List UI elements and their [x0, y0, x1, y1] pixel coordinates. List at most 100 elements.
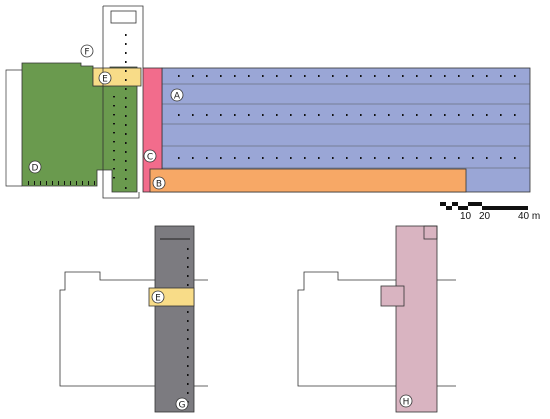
outline-left-plan	[59, 271, 208, 387]
column-marker	[248, 157, 250, 159]
svg-text:F: F	[84, 48, 89, 58]
column-marker	[458, 75, 460, 77]
column-marker	[500, 157, 502, 159]
tick-marker	[113, 177, 115, 179]
tower-g-marker	[187, 365, 189, 367]
label-h: H	[399, 394, 413, 408]
column-marker	[346, 75, 348, 77]
column-marker	[514, 114, 516, 116]
column-marker	[374, 157, 376, 159]
column-marker	[318, 75, 320, 77]
column-marker	[304, 157, 306, 159]
tower-marker	[125, 43, 127, 45]
column-marker	[346, 114, 348, 116]
column-marker	[248, 114, 250, 116]
tower-g-marker	[187, 356, 189, 358]
tick-marker	[113, 132, 115, 134]
label-f: F	[80, 44, 94, 58]
tower-g-marker	[187, 338, 189, 340]
scale-label-10: 10	[460, 211, 472, 222]
tower-g-marker	[187, 392, 189, 394]
column-marker	[486, 75, 488, 77]
column-marker	[360, 75, 362, 77]
column-marker	[318, 157, 320, 159]
label-e-bottom: E	[151, 290, 165, 304]
tick-marker	[70, 181, 71, 185]
column-marker	[206, 114, 208, 116]
column-marker	[472, 75, 474, 77]
scale-bar: 10 20 40 m	[440, 202, 540, 222]
column-marker	[444, 75, 446, 77]
scale-label-40: 40 m	[518, 211, 540, 222]
column-marker	[430, 114, 432, 116]
label-g: G	[175, 397, 189, 411]
tick-marker	[28, 181, 29, 185]
tick-marker	[113, 105, 115, 107]
label-e-top: E	[98, 71, 112, 85]
tower-marker	[125, 115, 127, 117]
tower-outline	[102, 5, 144, 199]
tower-g-marker	[187, 329, 189, 331]
svg-text:B: B	[156, 180, 162, 190]
column-marker	[402, 157, 404, 159]
column-marker	[458, 157, 460, 159]
tick-marker	[113, 123, 115, 125]
tower-marker	[125, 142, 127, 144]
tower-marker	[125, 34, 127, 36]
tick-marker	[64, 181, 65, 185]
tower-marker	[125, 106, 127, 108]
column-marker	[178, 75, 180, 77]
tower-marker	[125, 187, 127, 189]
column-marker	[318, 114, 320, 116]
column-marker	[388, 75, 390, 77]
column-marker	[416, 157, 418, 159]
column-marker	[220, 114, 222, 116]
tick-marker	[40, 181, 41, 185]
tower-g-marker	[187, 374, 189, 376]
tower-marker	[125, 61, 127, 63]
column-marker	[472, 114, 474, 116]
block-b	[149, 168, 467, 193]
column-marker	[290, 75, 292, 77]
tower-g-marker	[187, 248, 189, 250]
column-marker	[402, 114, 404, 116]
column-marker	[304, 114, 306, 116]
column-marker	[514, 157, 516, 159]
tower-g-marker	[187, 266, 189, 268]
scale-label-20: 20	[479, 211, 491, 222]
column-marker	[332, 157, 334, 159]
column-marker	[234, 75, 236, 77]
tower-marker	[125, 151, 127, 153]
column-marker	[192, 114, 194, 116]
column-marker	[514, 75, 516, 77]
left-bracket	[5, 69, 22, 187]
label-a: A	[170, 88, 184, 102]
tower-marker	[125, 79, 127, 81]
column-marker	[332, 75, 334, 77]
column-marker	[332, 114, 334, 116]
tower-g-marker	[187, 275, 189, 277]
tower-h-corner	[423, 225, 438, 240]
column-marker	[430, 157, 432, 159]
tick-marker	[46, 181, 47, 185]
tick-marker	[88, 181, 89, 185]
svg-text:A: A	[174, 92, 181, 102]
tick-marker	[94, 181, 95, 185]
tower-marker	[125, 133, 127, 135]
column-marker	[248, 75, 250, 77]
column-marker	[360, 157, 362, 159]
column-marker	[388, 114, 390, 116]
tower-marker	[125, 169, 127, 171]
column-marker	[262, 157, 264, 159]
column-marker	[290, 157, 292, 159]
svg-text:G: G	[179, 401, 186, 411]
tick-marker	[113, 168, 115, 170]
tick-marker	[113, 159, 115, 161]
tick-marker	[113, 114, 115, 116]
annex-h	[380, 285, 405, 307]
column-marker	[374, 114, 376, 116]
tower-marker	[125, 97, 127, 99]
tower-marker	[125, 70, 127, 72]
column-marker	[402, 75, 404, 77]
